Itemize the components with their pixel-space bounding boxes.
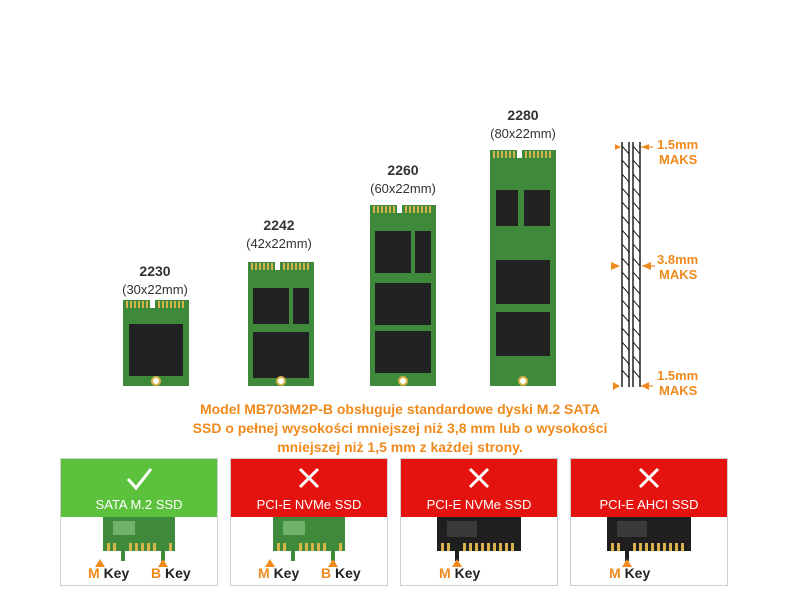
checkmark-icon xyxy=(126,468,153,491)
size-name-2230: 2230 xyxy=(139,263,171,279)
m-key-label: M Key xyxy=(88,565,129,581)
ssd-2280-image xyxy=(490,150,556,386)
cross-icon xyxy=(638,467,660,489)
b-key-label: B Key xyxy=(151,565,191,581)
thickness-diagram xyxy=(611,142,655,390)
key-letter: M xyxy=(609,565,621,581)
thickness-top-value: 1.5mm xyxy=(657,137,699,152)
m-key-label: M Key xyxy=(609,565,650,581)
thickness-bottom-label: 1.5mm MAKS xyxy=(657,368,698,398)
green-m2-connector-image xyxy=(95,517,175,567)
thickness-bottom-note: MAKS xyxy=(659,383,698,398)
key-word: Key xyxy=(335,565,361,581)
card-sata-m2: SATA M.2 SSD M Key B Key xyxy=(60,458,218,586)
card-header-not-supported: PCI-E NVMe SSD xyxy=(231,459,387,517)
key-word: Key xyxy=(273,565,300,581)
size-dims-2280: (80x22mm) xyxy=(490,126,556,141)
thickness-mid-value: 3.8mm xyxy=(657,252,699,267)
black-m2-connector-image xyxy=(437,517,521,567)
key-letter: M xyxy=(439,565,451,581)
size-name-2260: 2260 xyxy=(387,162,419,178)
compatibility-description: Model MB703M2P-B obsługuje standardowe d… xyxy=(160,400,640,457)
key-letter: B xyxy=(151,565,162,581)
ssd-2230-image xyxy=(123,300,189,386)
black-m2-connector-image xyxy=(607,517,691,567)
key-letter: M xyxy=(88,565,100,581)
thickness-mid-label: 3.8mm MAKS xyxy=(657,252,698,282)
card-title: PCI-E AHCI SSD xyxy=(599,497,699,512)
size-dims-2230: (30x22mm) xyxy=(122,282,188,297)
cross-icon xyxy=(468,467,490,489)
m-key-label: M Key xyxy=(439,565,480,581)
card-title: SATA M.2 SSD xyxy=(95,497,183,512)
card-header-not-supported: PCI-E AHCI SSD xyxy=(571,459,727,517)
description-line-1: Model MB703M2P-B obsługuje standardowe d… xyxy=(199,401,601,417)
key-word: Key xyxy=(624,565,651,581)
cross-icon xyxy=(298,467,320,489)
thickness-top-note: MAKS xyxy=(659,152,698,167)
description-line-2: SSD o pełnej wysokości mniejszej niż 3,8… xyxy=(192,420,608,436)
card-title: PCI-E NVMe SSD xyxy=(426,497,532,512)
card-pcie-ahci-m: PCI-E AHCI SSD M Key xyxy=(570,458,728,586)
size-dims-2242: (42x22mm) xyxy=(246,236,312,251)
card-pcie-nvme-m: PCI-E NVMe SSD M Key xyxy=(400,458,558,586)
card-header-not-supported: PCI-E NVMe SSD xyxy=(401,459,557,517)
b-key-label: B Key xyxy=(321,565,361,581)
size-name-2242: 2242 xyxy=(263,217,295,233)
thickness-bottom-value: 1.5mm xyxy=(657,368,699,383)
key-word: Key xyxy=(103,565,130,581)
thickness-mid-note: MAKS xyxy=(659,267,698,282)
card-title: PCI-E NVMe SSD xyxy=(256,497,362,512)
ssd-2260-image xyxy=(370,205,436,386)
ssd-2242-image xyxy=(248,262,314,386)
m-key-label: M Key xyxy=(258,565,299,581)
key-letter: M xyxy=(258,565,270,581)
card-header-supported: SATA M.2 SSD xyxy=(61,459,217,517)
card-pcie-nvme-mb: PCI-E NVMe SSD M Key B Key xyxy=(230,458,388,586)
key-word: Key xyxy=(454,565,481,581)
size-name-2280: 2280 xyxy=(507,107,539,123)
key-letter: B xyxy=(321,565,332,581)
green-m2-connector-image xyxy=(265,517,345,567)
description-line-3: mniejszej niż 1,5 mm z każdej strony. xyxy=(277,439,523,455)
size-dims-2260: (60x22mm) xyxy=(370,181,436,196)
key-word: Key xyxy=(165,565,191,581)
thickness-top-label: 1.5mm MAKS xyxy=(657,137,698,167)
